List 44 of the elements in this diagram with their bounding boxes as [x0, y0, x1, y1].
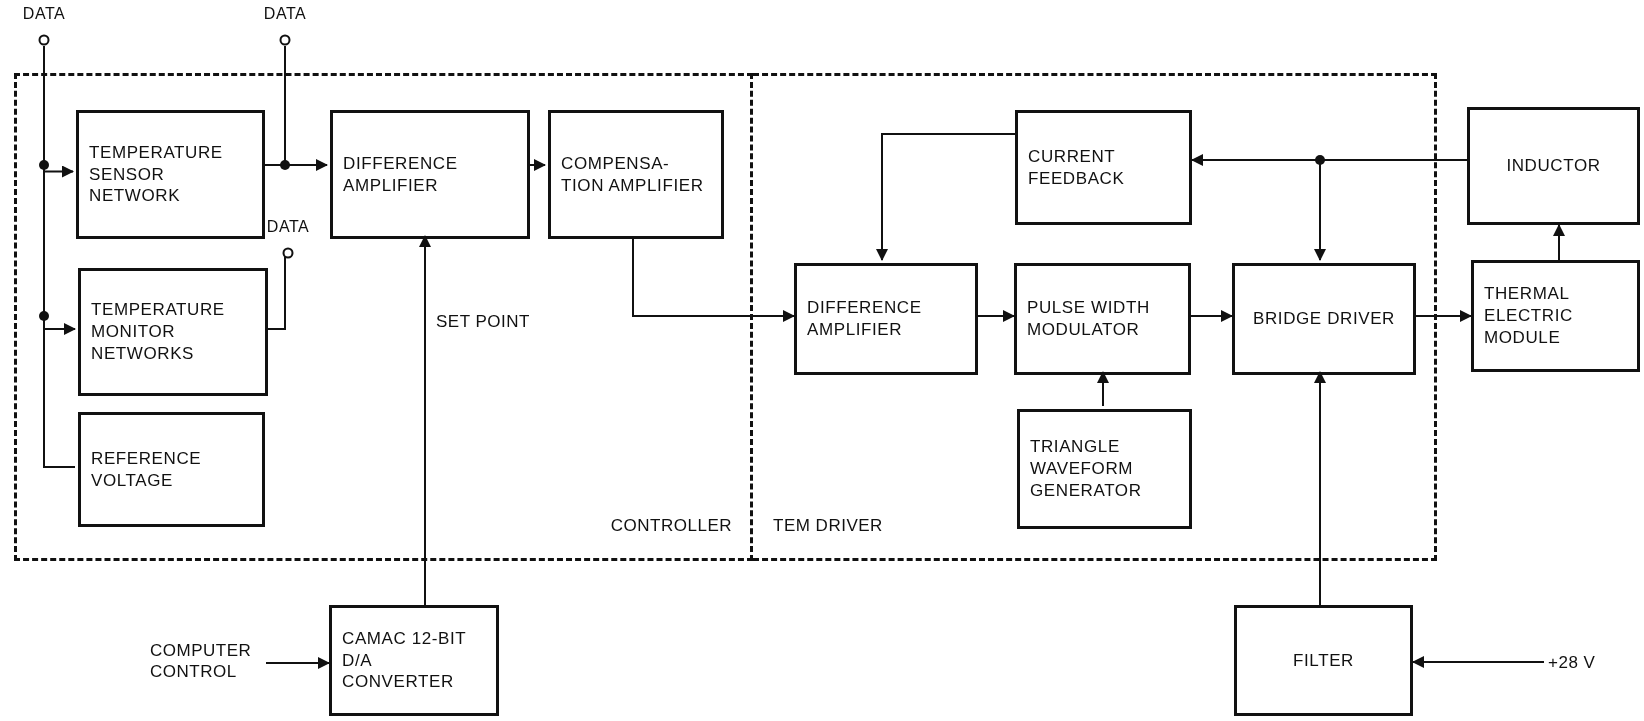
function-block — [1014, 263, 1191, 375]
section-label: CONTROLLER — [610, 516, 732, 536]
block-label: REFERENCE VOLTAGE — [91, 447, 203, 492]
block-label: CURRENT FEEDBACK — [1028, 145, 1126, 190]
block-label: BRIDGE DRIVER — [1253, 308, 1395, 330]
block-label: TEMPERATURE SENSOR NETWORK — [89, 141, 224, 208]
function-block — [330, 110, 530, 239]
block-label: CAMAC 12-BIT D/A CONVERTER — [342, 627, 468, 694]
function-block — [794, 263, 978, 375]
signal-label: COMPUTER CONTROL — [150, 639, 253, 683]
block-label: TRIANGLE WAVEFORM GENERATOR — [1030, 436, 1143, 502]
block-label: DIFFERENCE AMPLIFIER — [343, 152, 459, 197]
terminal-label: DATA — [263, 6, 307, 22]
arrow — [1190, 310, 1233, 322]
arrow — [265, 657, 330, 669]
function-block — [1232, 263, 1416, 375]
block-label: COMPENSA- TION AMPLIFIER — [561, 152, 705, 197]
terminal-label: DATA — [266, 219, 310, 235]
block-label: PULSE WIDTH MODULATOR — [1027, 297, 1151, 341]
section-label: TEM DRIVER — [773, 516, 883, 536]
block-label: THERMAL ELECTRIC MODULE — [1484, 283, 1574, 349]
signal-label: +28 V — [1548, 652, 1596, 674]
function-block — [548, 110, 724, 239]
dashed-boundary — [753, 73, 1437, 561]
arrow — [876, 133, 1016, 261]
function-block — [1017, 409, 1192, 529]
function-block — [78, 412, 265, 527]
function-block — [329, 605, 499, 716]
arrow — [1415, 310, 1472, 322]
arrow — [977, 310, 1015, 322]
block-label: TEMPERATURE MONITOR NETWORKS — [91, 299, 226, 365]
function-block — [1471, 260, 1640, 372]
function-block — [76, 110, 265, 239]
terminal-label: DATA — [22, 6, 66, 22]
block-label: DIFFERENCE AMPLIFIER — [807, 297, 923, 341]
block-label: INDUCTOR — [1506, 155, 1601, 177]
function-block — [1015, 110, 1192, 225]
dashed-boundary — [14, 73, 753, 561]
function-block — [78, 268, 268, 396]
arrow — [1553, 224, 1565, 261]
arrow — [1412, 656, 1545, 668]
block-label: FILTER — [1293, 649, 1354, 672]
function-block — [1467, 107, 1640, 225]
function-block — [1234, 605, 1413, 716]
